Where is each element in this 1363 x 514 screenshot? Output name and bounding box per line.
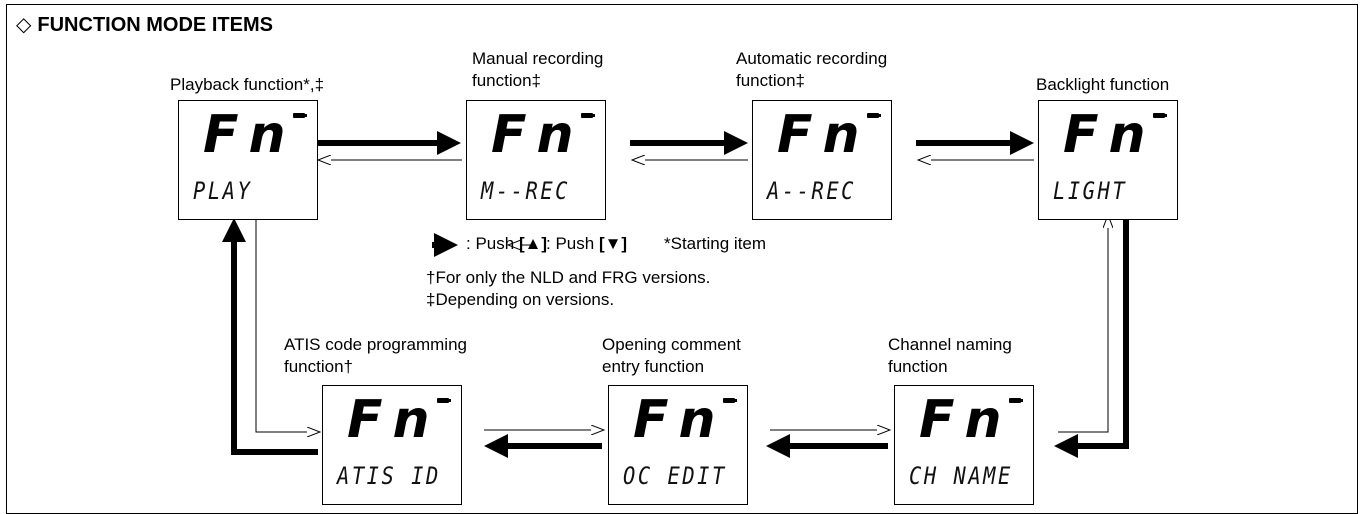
lcd-ocedit: Fn OC EDIT <box>608 385 748 505</box>
lcd-mrec: Fn M--REC <box>466 100 606 220</box>
lcd-mode-text: PLAY <box>193 177 253 205</box>
lcd-play: Fn PLAY <box>178 100 318 220</box>
battery-icon <box>867 113 881 118</box>
section-title-text: FUNCTION MODE ITEMS <box>37 14 273 36</box>
arrow-atis-to-play <box>222 218 318 455</box>
note-versions: ‡Depending on versions. <box>426 290 615 309</box>
diamond-icon: ◇ <box>16 14 32 36</box>
lcd-atis: Fn ATIS ID <box>322 385 462 505</box>
fn-symbol: Fn <box>919 390 1012 450</box>
section-title: ◇FUNCTION MODE ITEMS <box>16 12 273 37</box>
caption-playback: Playback function*,‡ <box>170 75 325 94</box>
fn-symbol: Fn <box>1063 105 1156 165</box>
fn-symbol: Fn <box>777 105 870 165</box>
fn-symbol: Fn <box>347 390 440 450</box>
fn-symbol: Fn <box>633 390 726 450</box>
lcd-mode-text: ATIS ID <box>337 462 441 490</box>
battery-icon <box>1153 113 1167 118</box>
lcd-arec: Fn A--REC <box>752 100 892 220</box>
lcd-mode-text: A--REC <box>767 177 856 205</box>
battery-icon <box>1009 398 1023 403</box>
note-nld-frg: †For only the NLD and FRG versions. <box>426 268 711 287</box>
lcd-chname: Fn CH NAME <box>894 385 1034 505</box>
lcd-mode-text: OC EDIT <box>623 462 727 490</box>
legend-starting-item: *Starting item <box>664 234 767 253</box>
fn-symbol: Fn <box>203 105 296 165</box>
lcd-light: Fn LIGHT <box>1038 100 1178 220</box>
legend-push-up: : Push [▲] <box>466 234 548 253</box>
lcd-mode-text: M--REC <box>481 177 570 205</box>
battery-icon <box>581 113 595 118</box>
battery-icon <box>437 398 451 403</box>
fn-symbol: Fn <box>491 105 584 165</box>
arrow-chname-to-light <box>1058 215 1108 433</box>
legend-push-down: : Push [▼] <box>546 234 628 253</box>
lcd-mode-text: CH NAME <box>909 462 1013 490</box>
lcd-mode-text: LIGHT <box>1053 177 1128 205</box>
caption-backlight: Backlight function <box>1036 75 1170 94</box>
arrow-play-to-atis <box>255 210 320 432</box>
arrow-light-to-chname <box>1054 210 1129 458</box>
battery-icon <box>293 113 307 118</box>
battery-icon <box>723 398 737 403</box>
